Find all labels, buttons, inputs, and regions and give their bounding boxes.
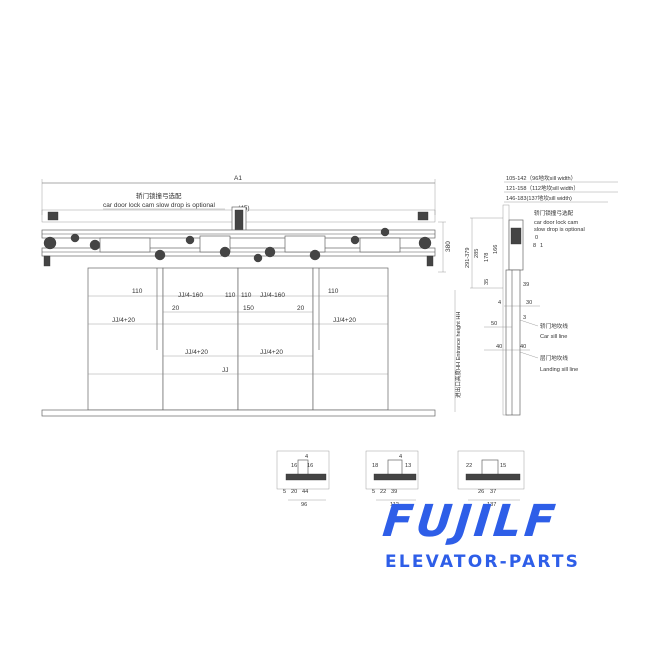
dim-row1-d: 110: [241, 292, 252, 299]
dim-35: 35: [484, 279, 490, 285]
sill96-mid-b: 16: [307, 463, 313, 469]
small-dim-39: 39: [523, 282, 529, 288]
dim-30: 30: [526, 300, 532, 306]
dim-50: 50: [491, 321, 497, 327]
dim-row3-b: JJ/4+20: [333, 317, 356, 324]
sill137-mid-a: 22: [466, 463, 472, 469]
small-dim-0: 0: [535, 235, 538, 241]
dim-jj: JJ: [222, 367, 229, 374]
sill96-top: 4: [305, 454, 308, 460]
dim-row2-a: 20: [172, 305, 180, 312]
dim-row4-a: JJ/4+20: [185, 349, 208, 356]
car-sill-cn: 轿门地坎线: [540, 322, 568, 330]
dim-row2-c: 20: [297, 305, 305, 312]
brand-tagline: ELEVATOR-PARTS: [385, 552, 581, 572]
dim-291-379: 291-379: [465, 247, 471, 268]
sill137-bot-b: 37: [490, 489, 496, 495]
brand-logo: FUJILF: [380, 496, 561, 547]
sill137-width: 137: [487, 502, 496, 508]
dim-380: 380: [445, 241, 452, 252]
car-sill-en: Car sill line: [540, 334, 567, 340]
dim-178: 178: [484, 253, 490, 262]
small-dim-8: 8: [533, 243, 536, 249]
dim-row1-e: JJ/4-160: [260, 292, 285, 299]
landing-sill-cn: 层门地坎线: [540, 354, 568, 362]
dim-row2-b: 150: [243, 305, 254, 312]
sill96-bot-b: 20: [291, 489, 297, 495]
sill112-mid-b: 13: [405, 463, 411, 469]
dim-4: 4: [498, 300, 501, 306]
sill112-mid-a: 18: [372, 463, 378, 469]
entrance-height-label: 进出口高度HH Entrance height HH: [454, 312, 462, 398]
dim-row1-f: 110: [328, 288, 339, 295]
dim-3: 3: [523, 315, 526, 321]
dim-row4-b: JJ/4+20: [260, 349, 283, 356]
side-cam-note-en1: car door lock cam: [534, 220, 578, 226]
dim-a1: A1: [234, 175, 242, 182]
sill112-bot-b: 22: [380, 489, 386, 495]
sill137-mid-b: 15: [500, 463, 506, 469]
sill96-width: 96: [301, 502, 307, 508]
small-dim-1: 1: [540, 243, 543, 249]
sill96-bot-a: 5: [283, 489, 286, 495]
cam-note-cn: 轿门锁撞弓选配: [136, 191, 182, 200]
dim-row1-c: 110: [225, 292, 236, 299]
dim-285: 285: [474, 249, 480, 258]
sill137-bot-a: 26: [478, 489, 484, 495]
dim-166: 166: [493, 245, 499, 254]
front-view: A1 轿门锁撞弓选配 car door lock cam slow drop i…: [41, 175, 452, 417]
sill-detail-112: 4 18 13 5 22 39 112: [365, 450, 419, 508]
dim-40-b: 40: [520, 344, 526, 350]
sill112-top: 4: [399, 454, 402, 460]
dim-40-a: 40: [496, 344, 502, 350]
sill-note-2: 121-158（112地坎sill width）: [506, 184, 579, 192]
sill-note-3: 146-183(137地坎sill width): [506, 194, 572, 202]
sill-detail-137: 22 15 26 37 137: [457, 450, 525, 508]
dim-row1-b: JJ/4-160: [178, 292, 203, 299]
sill112-bot-c: 39: [391, 489, 397, 495]
sill-note-1: 105-142（96地坎sill width）: [506, 174, 576, 182]
dim-row3-a: JJ/4+20: [112, 317, 135, 324]
side-view: 105-142（96地坎sill width） 121-158（112地坎sil…: [454, 174, 618, 416]
sill96-mid-a: 16: [291, 463, 297, 469]
side-cam-note-cn: 轿门锁撞弓选配: [534, 209, 574, 217]
sill96-bot-c: 44: [302, 489, 308, 495]
sill112-width: 112: [390, 502, 399, 508]
dim-row1-a: 110: [132, 288, 143, 295]
sill112-bot-a: 5: [372, 489, 375, 495]
landing-sill-en: Landing sill line: [540, 367, 578, 373]
cam-note-en: car door lock cam slow drop is optional: [103, 202, 216, 209]
side-cam-note-en2: slow drop is optional: [534, 227, 585, 233]
sill-detail-96: 4 16 16 5 20 44 96: [276, 450, 330, 508]
